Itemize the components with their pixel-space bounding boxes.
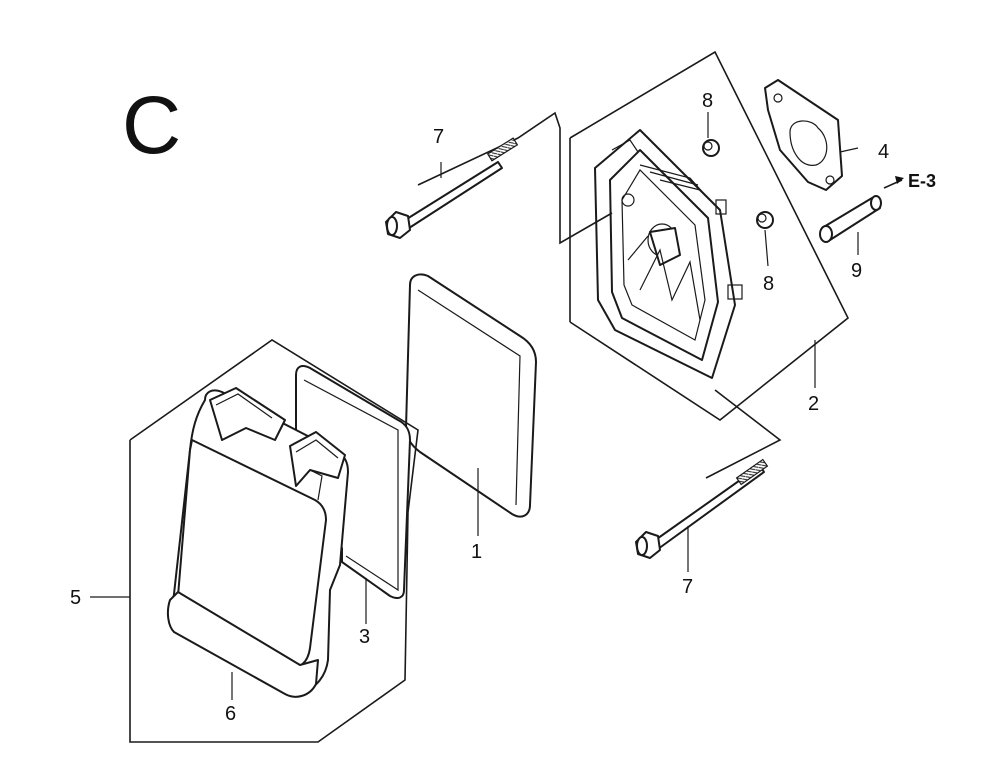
- lower-bolt-guide: [705, 389, 782, 479]
- callout-bolt-upper: 7: [433, 126, 444, 148]
- callout-cover: 6: [225, 703, 236, 725]
- leader-packing: [839, 147, 859, 153]
- section-letter: C: [122, 80, 181, 171]
- callout-bolt-lower: 7: [682, 576, 693, 598]
- collar-upper: [702, 139, 720, 157]
- cover-group-outline: [129, 339, 419, 743]
- filter-element: [405, 273, 537, 518]
- callout-collar-lower: 8: [763, 273, 774, 295]
- callout-case: 2: [808, 393, 819, 415]
- callout-packing: 4: [878, 141, 889, 163]
- air-cleaner-case: [594, 129, 743, 379]
- leader-collar-lower: [764, 229, 769, 267]
- callout-gasket: 3: [359, 626, 370, 648]
- callout-collar-upper: 8: [702, 90, 713, 112]
- reference-arrow-head: [895, 176, 904, 184]
- tube: [819, 195, 882, 243]
- bolt-upper: [385, 137, 519, 239]
- packing: [764, 79, 843, 191]
- reference-label: E-3: [908, 171, 936, 191]
- collar-lower: [756, 211, 774, 229]
- air-cleaner-cover: [166, 387, 349, 698]
- callout-tube: 9: [851, 260, 862, 282]
- upper-bolt-guide: [417, 111, 613, 245]
- callout-cover-assy: 5: [70, 587, 81, 609]
- bolt-lower: [635, 458, 769, 559]
- case-group-outline: [569, 50, 850, 421]
- callout-filter: 1: [471, 541, 482, 563]
